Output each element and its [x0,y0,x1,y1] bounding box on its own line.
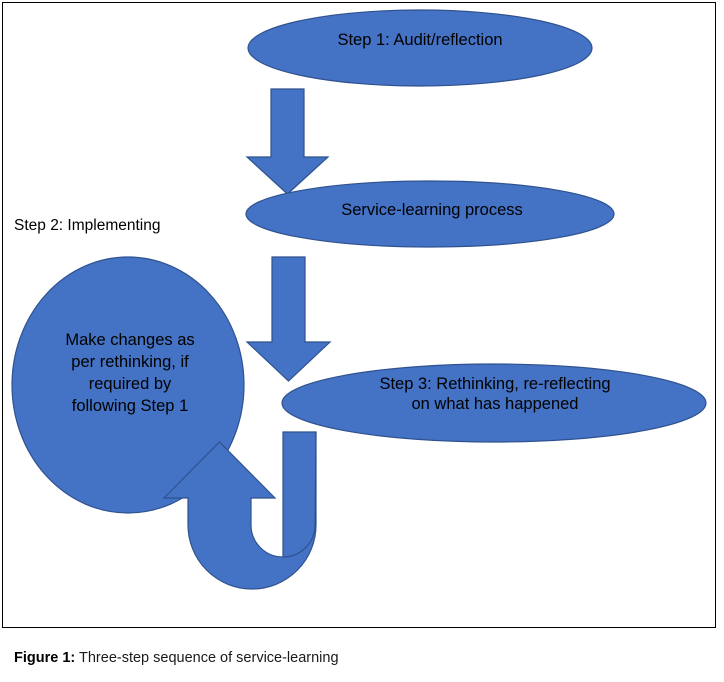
figure-caption: Figure 1: Three-step sequence of service… [14,650,339,666]
arrow-u-turn-inner-edge [282,431,317,558]
node-step2-circle[interactable] [11,256,245,514]
arrow-u-turn-step3-to-step2 [162,431,317,590]
step2-implementing-label: Step 2: Implementing [14,217,161,234]
arrow-process-to-step3 [245,256,332,382]
figure-caption-text: Three-step sequence of service-learning [75,650,339,666]
node-step3-ellipse[interactable] [281,363,707,443]
figure-caption-label: Figure 1: [14,650,76,666]
node-service-learning-process-ellipse[interactable] [245,180,615,248]
arrow-step1-to-process [245,88,330,195]
node-step1-ellipse[interactable] [247,9,593,87]
